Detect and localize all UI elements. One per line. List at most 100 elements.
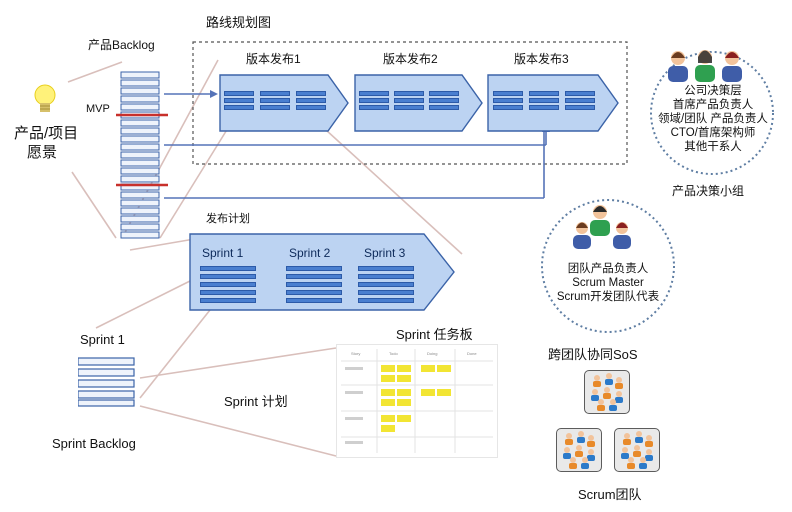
release-item-bar xyxy=(493,98,523,103)
backlog-item xyxy=(120,71,160,79)
sprint-item-bar xyxy=(286,298,342,303)
release-3-label: 版本发布3 xyxy=(514,52,569,66)
taskboard-column-header: Story xyxy=(351,351,360,356)
sprint-backlog-label: Sprint Backlog xyxy=(52,436,136,451)
release-item-bar xyxy=(493,91,523,96)
decision-line: 首席产品负责人 xyxy=(672,99,754,111)
release-item-bar xyxy=(394,91,424,96)
sprint-item-bar xyxy=(286,282,342,287)
decision-group-caption: 产品决策小组 xyxy=(672,184,745,198)
backlog-item xyxy=(120,143,160,151)
release-item-bar xyxy=(529,98,559,103)
release-item-bar xyxy=(529,91,559,96)
sprint-taskboard: Story Todo Doing Done xyxy=(336,344,498,458)
sticky-note xyxy=(421,365,435,372)
sticky-note xyxy=(397,375,411,382)
release-item-bar xyxy=(296,105,326,110)
scrum-team-icon xyxy=(556,428,602,472)
release-item-bar xyxy=(493,105,523,110)
sticky-note xyxy=(437,365,451,372)
backlog-item xyxy=(120,199,160,207)
backlog-item xyxy=(120,159,160,167)
sticky-note xyxy=(381,365,395,372)
scrum-team-icon xyxy=(614,428,660,472)
stakeholders-icon xyxy=(668,50,742,82)
taskboard-column-header: Todo xyxy=(389,351,398,356)
vision-line2: 愿景 xyxy=(27,144,58,161)
scrum-teams-caption: Scrum团队 xyxy=(578,487,642,502)
release-item-bar xyxy=(224,98,254,103)
sticky-note xyxy=(397,399,411,406)
release-item-bar xyxy=(359,105,389,110)
release-item-bar xyxy=(565,91,595,96)
backlog-item xyxy=(120,79,160,87)
backlog-item xyxy=(120,95,160,103)
release-item-bar xyxy=(296,91,326,96)
sprint-item-bar xyxy=(286,266,342,271)
release-item-bar xyxy=(260,91,290,96)
product-backlog-label: 产品Backlog xyxy=(88,38,155,52)
sprint-item-bar xyxy=(200,298,256,303)
mvp-label: MVP xyxy=(86,103,110,115)
sticky-note xyxy=(381,375,395,382)
release-item-bar xyxy=(429,91,459,96)
lightbulb-icon xyxy=(34,84,56,112)
backlog-item xyxy=(120,127,160,135)
release-item-bar xyxy=(565,98,595,103)
taskboard-column-header: Doing xyxy=(427,351,437,356)
story-label xyxy=(345,367,363,370)
taskboard-column-header: Done xyxy=(467,351,477,356)
team-role-line: Scrum开发团队代表 xyxy=(556,291,660,303)
story-label xyxy=(345,417,363,420)
sticky-note xyxy=(381,425,395,432)
team-role-line: 团队产品负责人 xyxy=(567,263,649,275)
taskboard-grid: Story Todo Doing Done xyxy=(341,349,493,453)
sprint-title: Sprint 1 xyxy=(80,332,125,347)
backlog-item xyxy=(120,175,160,183)
sticky-note xyxy=(397,365,411,372)
sticky-note xyxy=(397,389,411,396)
sticky-note xyxy=(381,399,395,406)
roadmap-box xyxy=(192,41,628,165)
backlog-item xyxy=(120,135,160,143)
sprint-planning-label: Sprint 计划 xyxy=(224,394,288,409)
team-roles-text: 团队产品负责人 Scrum Master Scrum开发团队代表 xyxy=(546,262,670,304)
sprint-item-bar xyxy=(358,274,414,279)
story-label xyxy=(345,391,363,394)
taskboard-title: Sprint 任务板 xyxy=(396,327,473,342)
release-item-bar xyxy=(394,98,424,103)
plan-sprint-2: Sprint 2 xyxy=(289,246,331,260)
plan-sprint-1: Sprint 1 xyxy=(202,246,244,260)
backlog-item xyxy=(120,87,160,95)
sticky-note xyxy=(381,415,395,422)
decision-line: 公司决策层 xyxy=(684,85,742,97)
release-item-bar xyxy=(359,91,389,96)
decision-line: 其他干系人 xyxy=(684,141,742,153)
sos-title: 跨团队协同SoS xyxy=(548,347,638,362)
story-label xyxy=(345,441,363,444)
sprint-item-bar xyxy=(358,266,414,271)
sprint-item-bar xyxy=(358,290,414,295)
vision-line1: 产品/项目 xyxy=(14,125,79,142)
release-1-label: 版本发布1 xyxy=(246,52,301,66)
backlog-item xyxy=(120,167,160,175)
decision-line: 领域/团队 产品负责人 xyxy=(658,113,768,125)
sticky-note xyxy=(397,415,411,422)
backlog-item xyxy=(120,151,160,159)
sticky-note xyxy=(437,389,451,396)
backlog-item xyxy=(120,231,160,239)
sprint-item-bar xyxy=(286,290,342,295)
release-item-bar xyxy=(429,105,459,110)
release-item-bar xyxy=(429,98,459,103)
scrum-team-icon xyxy=(584,370,630,414)
release-item-bar xyxy=(565,105,595,110)
release-item-bar xyxy=(394,105,424,110)
release-plan-title: 发布计划 xyxy=(206,213,250,225)
backlog-item xyxy=(120,119,160,127)
sprint-item-bar xyxy=(200,282,256,287)
decision-group-text: 公司决策层 首席产品负责人 领域/团队 产品负责人 CTO/首席架构师 其他干系… xyxy=(652,84,774,154)
sprint-item-bar xyxy=(358,282,414,287)
release-item-bar xyxy=(224,105,254,110)
decision-line: CTO/首席架构师 xyxy=(670,127,756,139)
